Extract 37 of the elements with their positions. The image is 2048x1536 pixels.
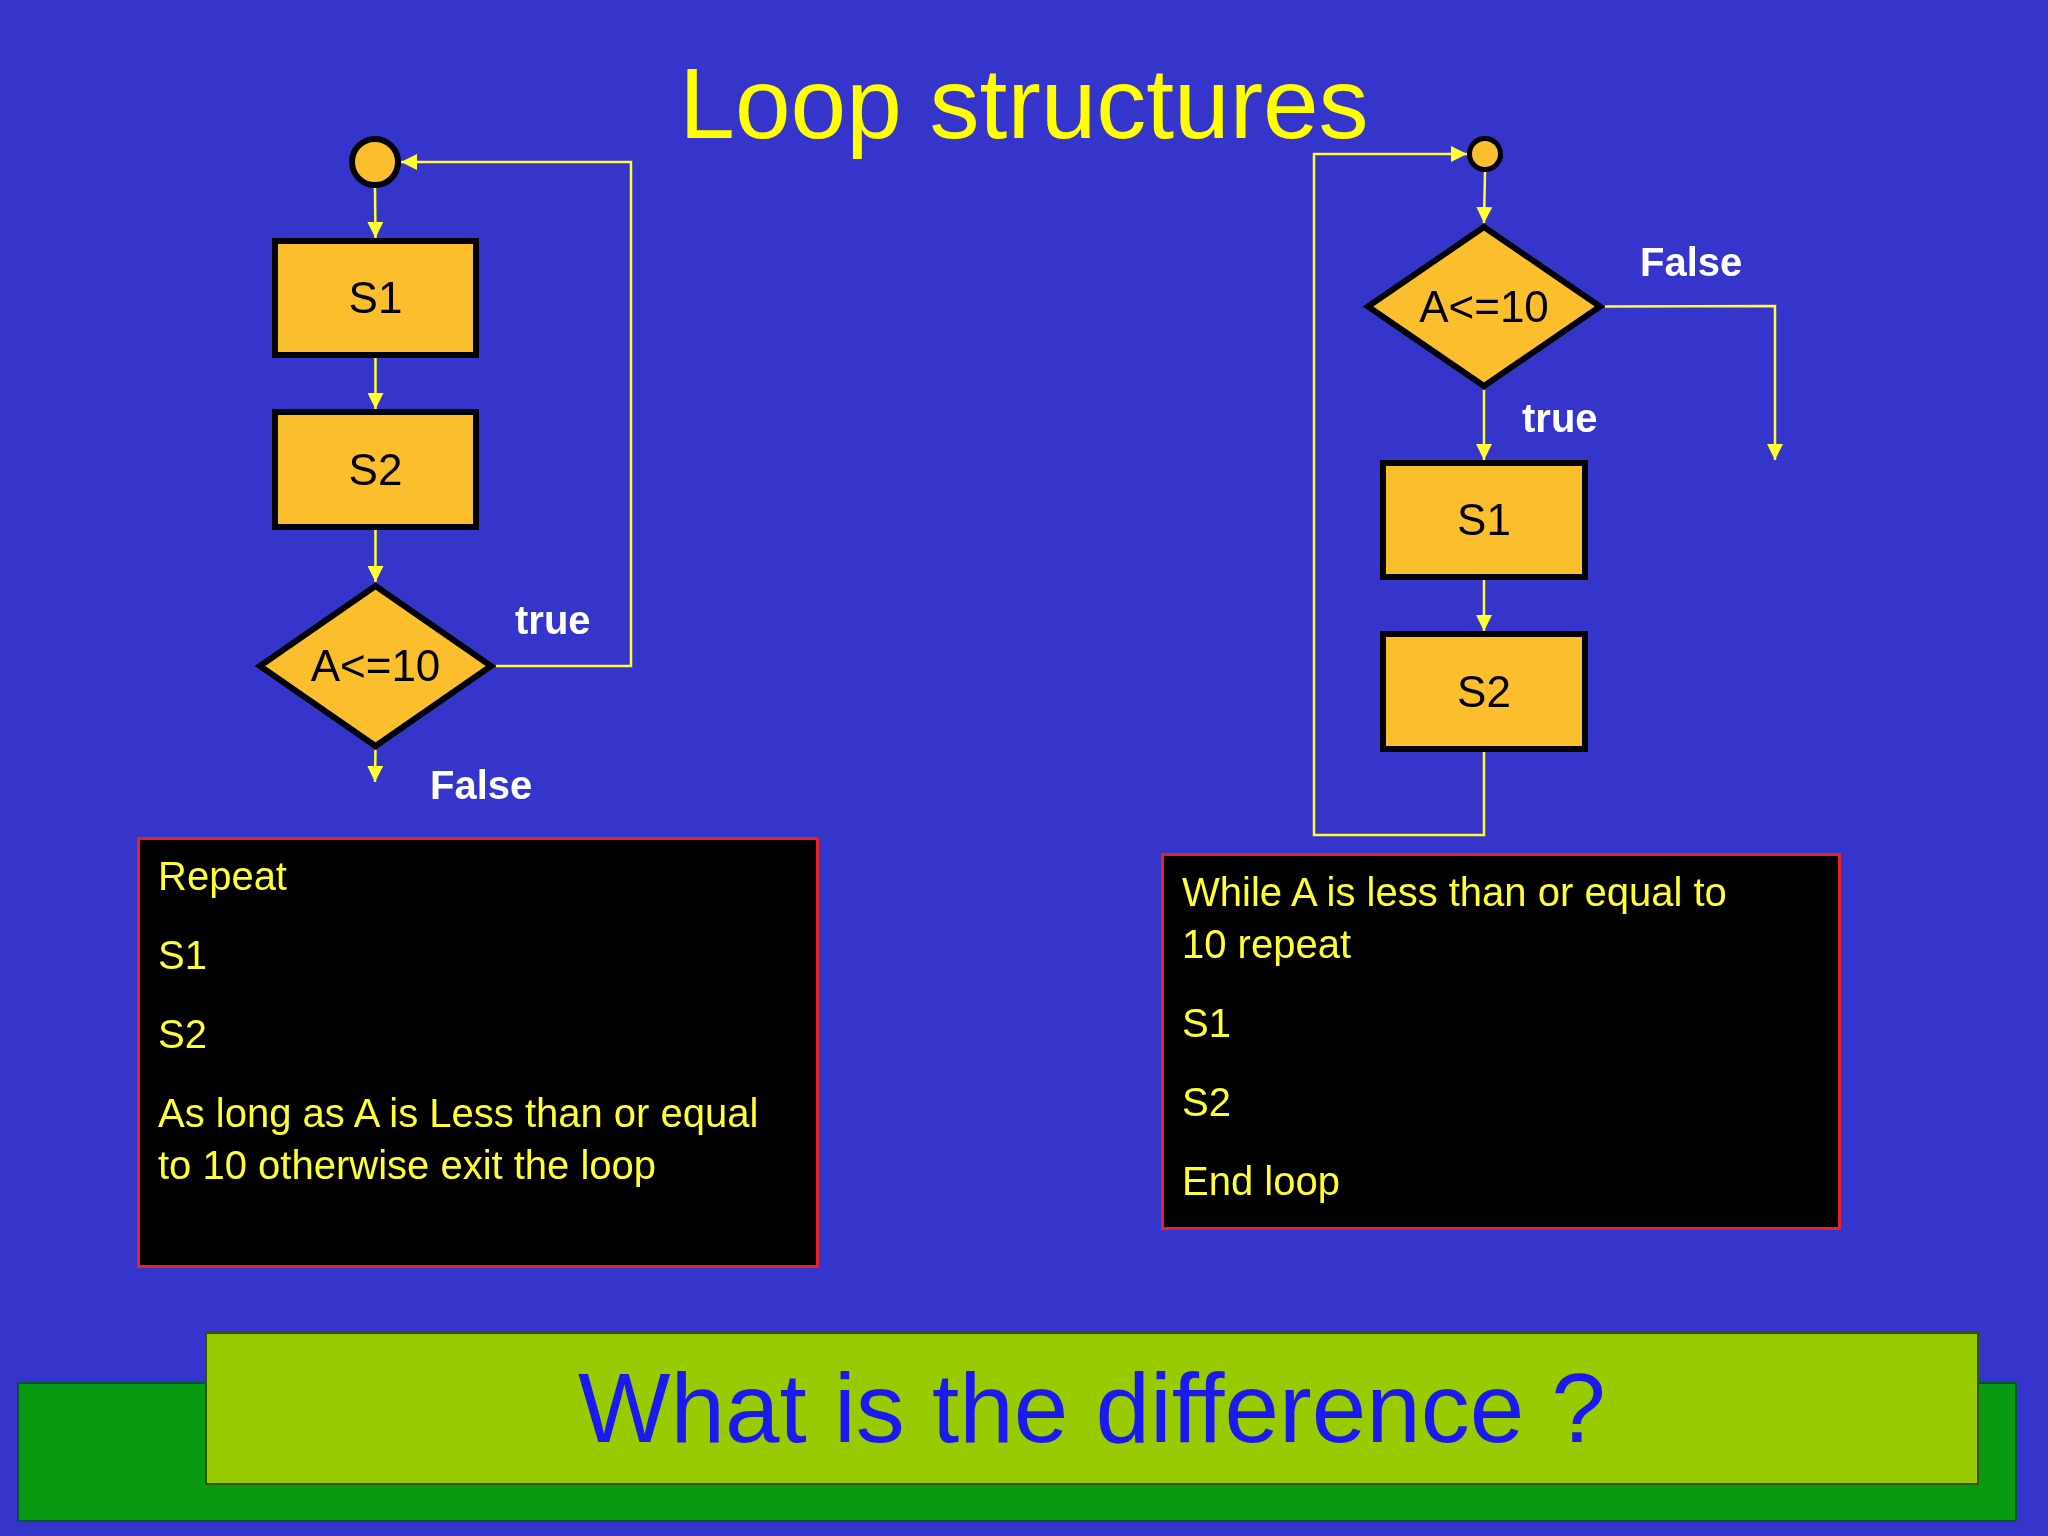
decision-diamond [255, 582, 496, 750]
arrow [1312, 146, 1486, 837]
pseudocode-line: While A is less than or equal to 10 repeat [1182, 869, 1728, 968]
arrow [367, 188, 384, 238]
process-label: S2 [1457, 666, 1511, 717]
pseudocode-line: As long as A is Less than or equal to 10 otherwise exit the loop [158, 1090, 760, 1189]
process-label: S1 [348, 273, 403, 323]
pseudocode-panel [1161, 853, 1841, 1230]
pseudocode-line: S1 [1182, 1000, 1232, 1047]
process-box [1380, 631, 1588, 752]
question-text: What is the difference ? [578, 1352, 1606, 1465]
process-label: S1 [1457, 495, 1511, 545]
pseudocode-line: End loop [1182, 1158, 1341, 1205]
arrow [367, 358, 384, 409]
title: Loop structures [679, 48, 1369, 158]
decision-diamond [1363, 223, 1605, 390]
process-box [272, 238, 479, 358]
pseudocode-panel [137, 837, 819, 1268]
process-box [272, 409, 479, 530]
start-circle [1467, 136, 1503, 172]
question-banner [205, 1332, 1979, 1485]
condition-text: A<=10 [1419, 281, 1549, 332]
condition-text: A<=10 [310, 641, 441, 691]
pseudocode-line: S2 [158, 1011, 208, 1058]
arrow [367, 749, 384, 783]
arrow [1476, 390, 1492, 460]
arrow [401, 154, 633, 668]
arrow [1476, 580, 1492, 631]
pseudocode-line: S1 [158, 932, 208, 979]
pseudocode-line: S2 [1182, 1079, 1232, 1126]
pseudocode-line: Repeat [158, 853, 288, 900]
start-circle [349, 136, 401, 188]
arrow [1476, 171, 1493, 224]
arrow [367, 530, 384, 582]
process-box [1380, 460, 1588, 580]
arrow [1605, 304, 1783, 460]
process-label: S2 [348, 444, 403, 495]
